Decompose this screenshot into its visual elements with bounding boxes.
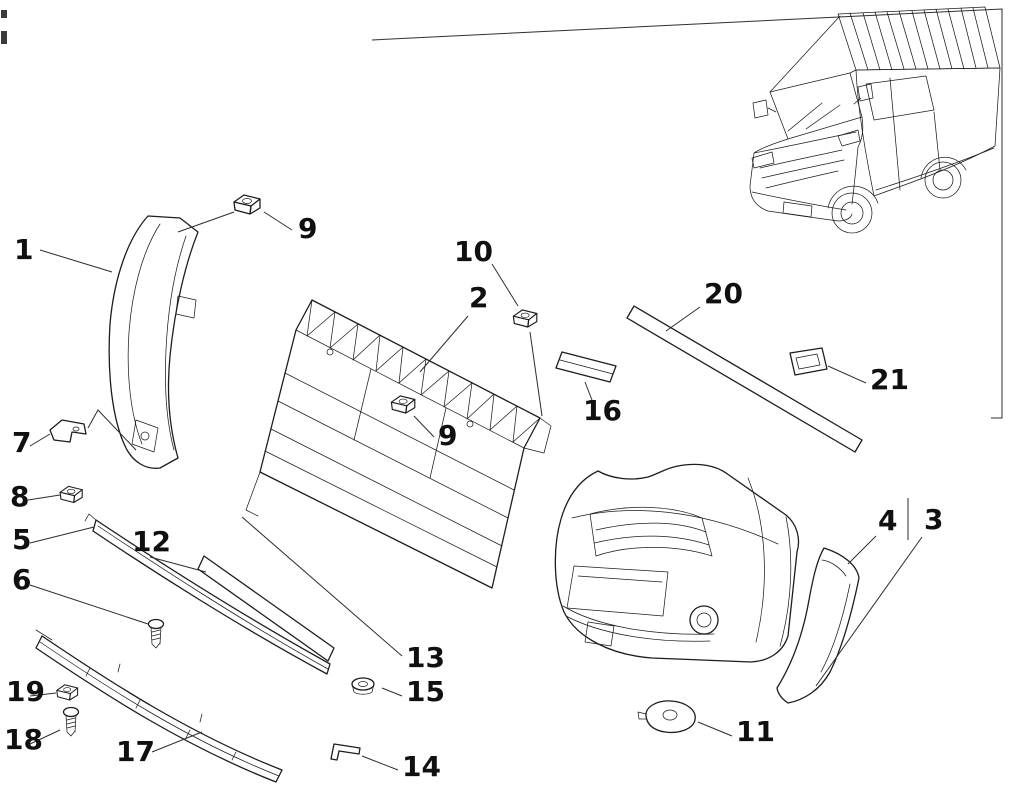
callout-1[interactable]: 1 <box>14 233 33 266</box>
leader-11 <box>697 721 733 737</box>
part-5-trim-strip-drawing <box>84 513 331 675</box>
mirrors <box>752 83 874 119</box>
part-9-clip-panel-drawing <box>390 395 416 414</box>
leader-9-top <box>263 211 293 231</box>
leader-21 <box>827 365 867 384</box>
part-18-screw-drawing <box>62 706 80 737</box>
assembly-line-9-to-headlamp <box>177 211 235 233</box>
roof-rib-lines <box>849 7 989 71</box>
callout-15[interactable]: 15 <box>406 675 445 708</box>
callout-14[interactable]: 14 <box>402 750 441 783</box>
leader-19 <box>29 692 57 697</box>
windshield <box>769 72 863 140</box>
grille-bars <box>759 149 845 189</box>
leader-17 <box>151 731 203 753</box>
truss-zigzag <box>306 299 541 443</box>
callout-18[interactable]: 18 <box>4 723 43 756</box>
callout-3[interactable]: 3 <box>924 503 943 536</box>
callout-11[interactable]: 11 <box>736 715 775 748</box>
leader-10 <box>491 263 519 307</box>
callout-6[interactable]: 6 <box>12 563 31 596</box>
callout-4[interactable]: 4 <box>878 504 897 537</box>
callout-16[interactable]: 16 <box>583 394 622 427</box>
assembly-line-10-to-panel <box>529 331 543 417</box>
leader-8 <box>27 494 61 501</box>
callout-7[interactable]: 7 <box>12 426 31 459</box>
leader-2 <box>419 315 469 373</box>
callout-9-panel[interactable]: 9 <box>438 419 457 452</box>
part-6-screw-drawing <box>147 618 165 649</box>
leader-6 <box>29 584 149 625</box>
leader-4 <box>847 535 877 565</box>
leader-lines <box>27 211 923 771</box>
leader-14 <box>361 755 399 771</box>
callout-2[interactable]: 2 <box>469 281 488 314</box>
headlamps <box>751 129 861 169</box>
leader-9-panel <box>413 415 435 438</box>
leader-20 <box>665 306 701 332</box>
part-9-clip-top-drawing <box>233 194 261 215</box>
callout-21[interactable]: 21 <box>870 363 909 396</box>
leader-15 <box>381 687 403 697</box>
wipers <box>787 102 841 132</box>
part-20-trim-strip-drawing <box>626 305 863 453</box>
leader-16 <box>584 381 593 401</box>
callout-8[interactable]: 8 <box>10 480 29 513</box>
part-12-hatched-strip-drawing <box>197 555 335 662</box>
part-7-bracket-drawing <box>49 409 137 451</box>
vehicle-thumbnail <box>749 6 1001 234</box>
callout-19[interactable]: 19 <box>6 675 45 708</box>
callout-20[interactable]: 20 <box>704 277 743 310</box>
edge-artifacts <box>1 10 7 44</box>
leader-5 <box>29 526 95 544</box>
part-10-clip-drawing <box>512 309 538 328</box>
callout-12[interactable]: 12 <box>132 525 171 558</box>
part-2-front-panel-drawing <box>245 299 552 589</box>
leader-7 <box>29 433 51 447</box>
part-16-strip-drawing <box>555 351 617 383</box>
part-17-lower-trim-drawing <box>35 629 283 783</box>
leader-12 <box>149 556 207 573</box>
callout-labels: 1 9 10 2 20 21 16 9 7 8 5 12 6 4 3 13 15… <box>4 212 943 783</box>
part-14-clip-drawing <box>330 743 361 761</box>
callout-5[interactable]: 5 <box>12 523 31 556</box>
leader-18 <box>29 729 61 745</box>
part-1-headlamp-drawing <box>108 215 199 469</box>
part-19-clip-drawing <box>56 684 79 701</box>
part-15-grommet-drawing <box>351 677 375 695</box>
leader-13 <box>241 516 403 657</box>
callout-13[interactable]: 13 <box>406 641 445 674</box>
leader-3 <box>815 536 923 687</box>
side-window <box>865 75 935 121</box>
leader-1 <box>39 249 113 273</box>
part-21-clip-drawing <box>789 347 828 376</box>
bumper-face-drawing <box>554 463 800 663</box>
license-plate <box>782 201 813 218</box>
part-3-4-corner-trim-drawing <box>776 547 860 704</box>
part-8-clip-drawing <box>59 485 83 504</box>
callout-9-top[interactable]: 9 <box>298 212 317 245</box>
callout-17[interactable]: 17 <box>116 735 155 768</box>
frame-divider-line <box>371 8 1003 419</box>
callout-10[interactable]: 10 <box>454 235 493 268</box>
part-11-cover-drawing <box>637 700 696 734</box>
